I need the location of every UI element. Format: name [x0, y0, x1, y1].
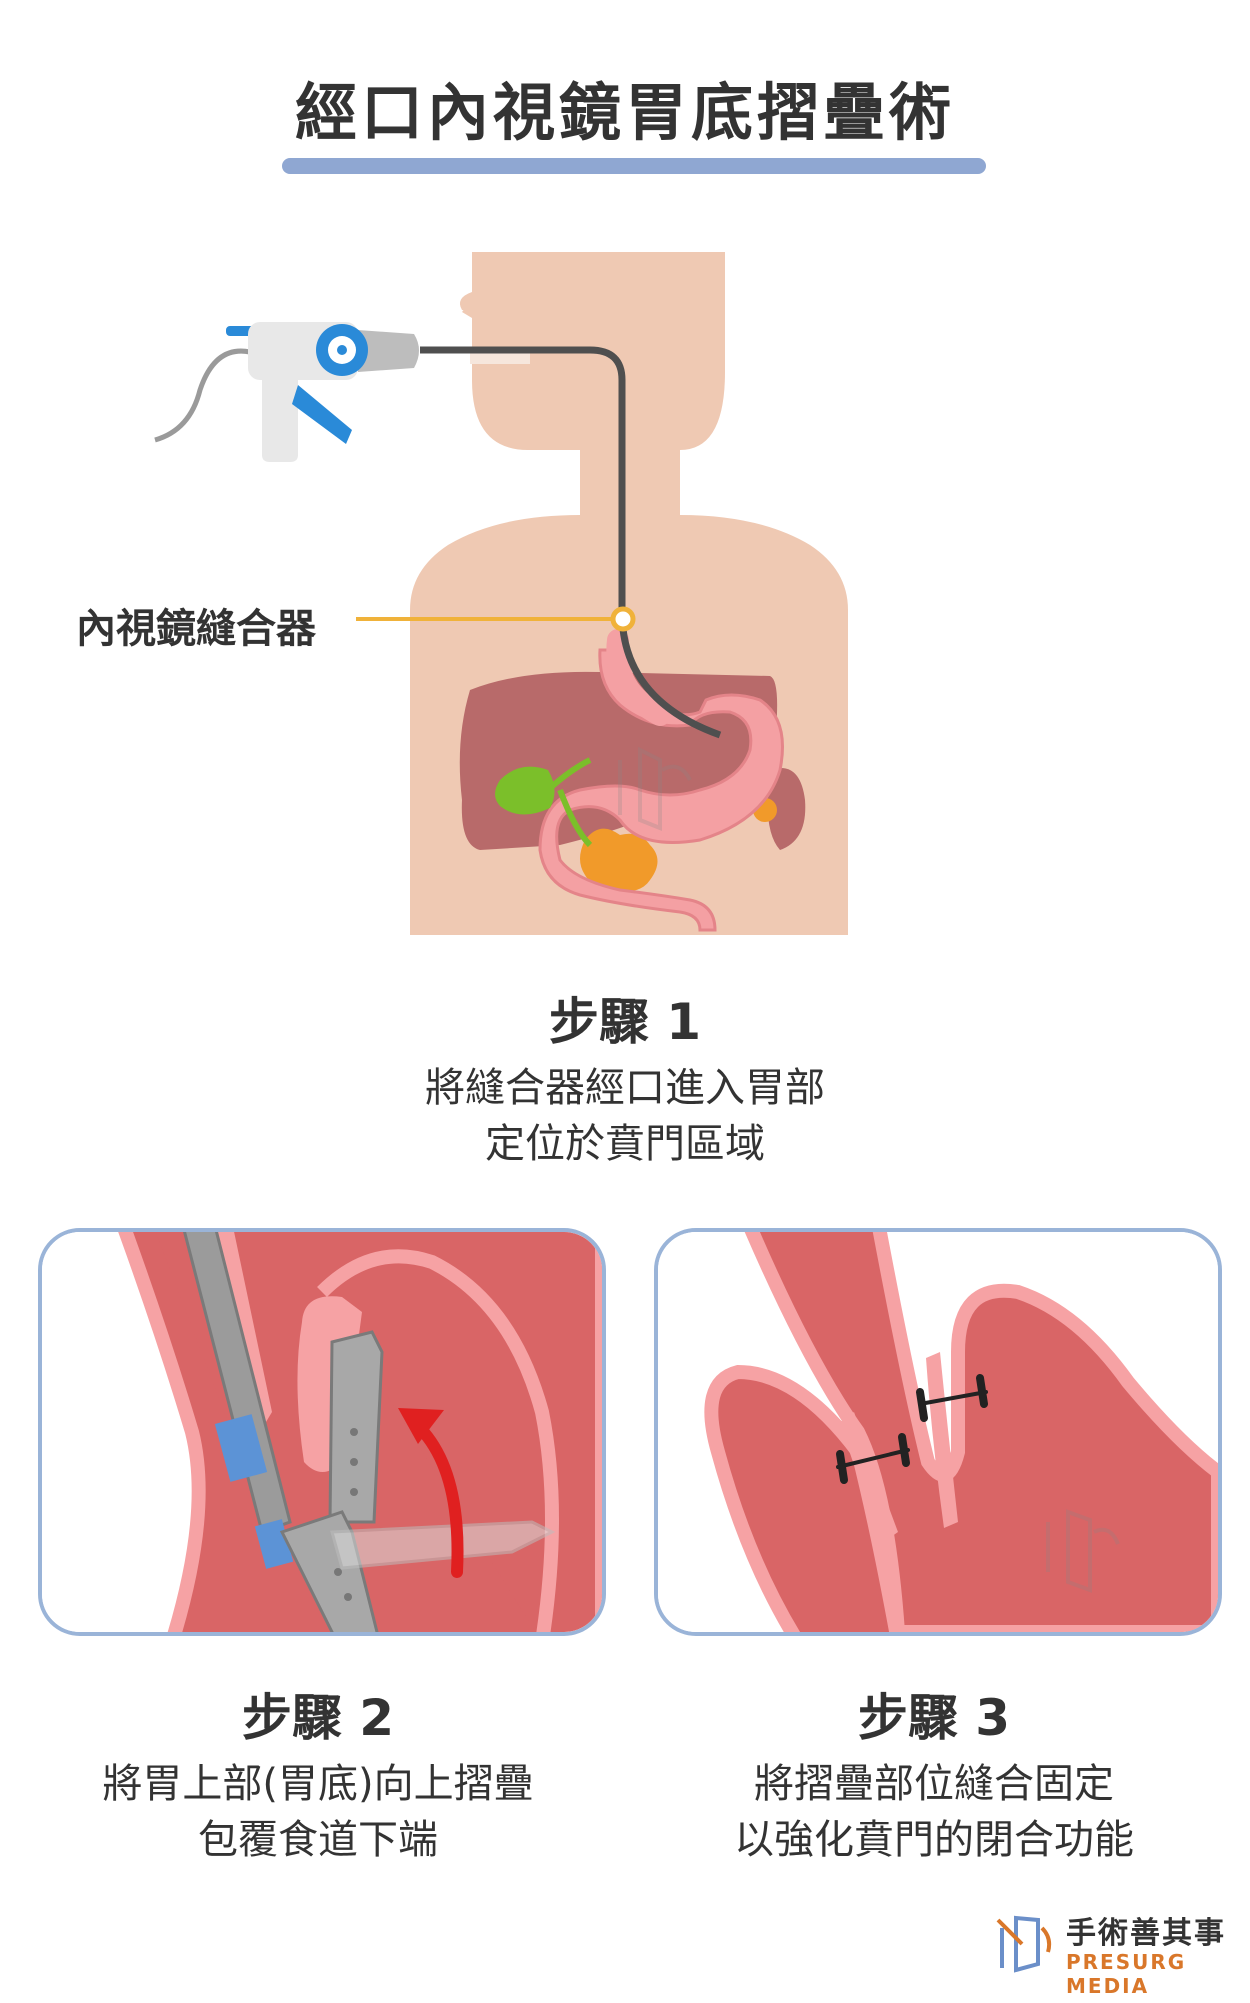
- title-underline: [282, 158, 986, 174]
- stomach: [538, 648, 784, 932]
- step-1-title: 步驟 1: [0, 982, 1250, 1056]
- suturing-device-label: 內視鏡縫合器: [76, 606, 316, 652]
- endoscopic-suturing-device-icon: [154, 322, 419, 462]
- step-1-desc-line-2: 定位於賁門區域: [485, 1121, 765, 1167]
- step-1-desc-line-1: 將縫合器經口進入胃部: [425, 1065, 825, 1111]
- pancreas: [580, 828, 658, 892]
- page-title: 經口內視鏡胃底摺疊術: [294, 76, 955, 149]
- suture-stitch-icon: [836, 1374, 988, 1484]
- presurg-logo-icon: [996, 1915, 1052, 1973]
- step-2-desc-line-2: 包覆食道下端: [198, 1817, 438, 1863]
- logo-name: 手術善其事: [1066, 1916, 1226, 1951]
- watermark: [618, 746, 692, 831]
- step-2-title: 步驟 2: [38, 1678, 598, 1752]
- step-2-illustration: [42, 1232, 602, 1632]
- esophagus: [606, 629, 671, 726]
- step-3-description: 將摺疊部位縫合固定 以強化賁門的閉合功能: [654, 1756, 1214, 1868]
- step-2-description: 將胃上部(胃底)向上摺疊 包覆食道下端: [38, 1756, 598, 1868]
- callout-dot: [610, 606, 636, 632]
- step-2-panel: [38, 1228, 606, 1636]
- step-2-title-text: 步驟 2: [239, 1678, 397, 1752]
- step-2-desc-line-1: 將胃上部(胃底)向上摺疊: [102, 1761, 534, 1807]
- step-1-description: 將縫合器經口進入胃部 定位於賁門區域: [0, 1060, 1250, 1172]
- step-3-illustration: [658, 1232, 1218, 1632]
- step-3-panel: [654, 1228, 1222, 1636]
- step-1-title-text: 步驟 1: [546, 982, 704, 1056]
- step-3-title-text: 步驟 3: [855, 1678, 1013, 1752]
- red-arrow-icon: [398, 1408, 464, 1578]
- spleen: [767, 768, 806, 850]
- logo-subtitle: PRESURG MEDIA: [1066, 1950, 1187, 1998]
- step-3-desc-line-2: 以強化賁門的閉合功能: [734, 1817, 1134, 1863]
- step-3-title: 步驟 3: [654, 1678, 1214, 1752]
- gallbladder: [495, 766, 555, 815]
- anatomy-diagram: [154, 252, 848, 935]
- step-3-desc-line-1: 將摺疊部位縫合固定: [754, 1761, 1114, 1807]
